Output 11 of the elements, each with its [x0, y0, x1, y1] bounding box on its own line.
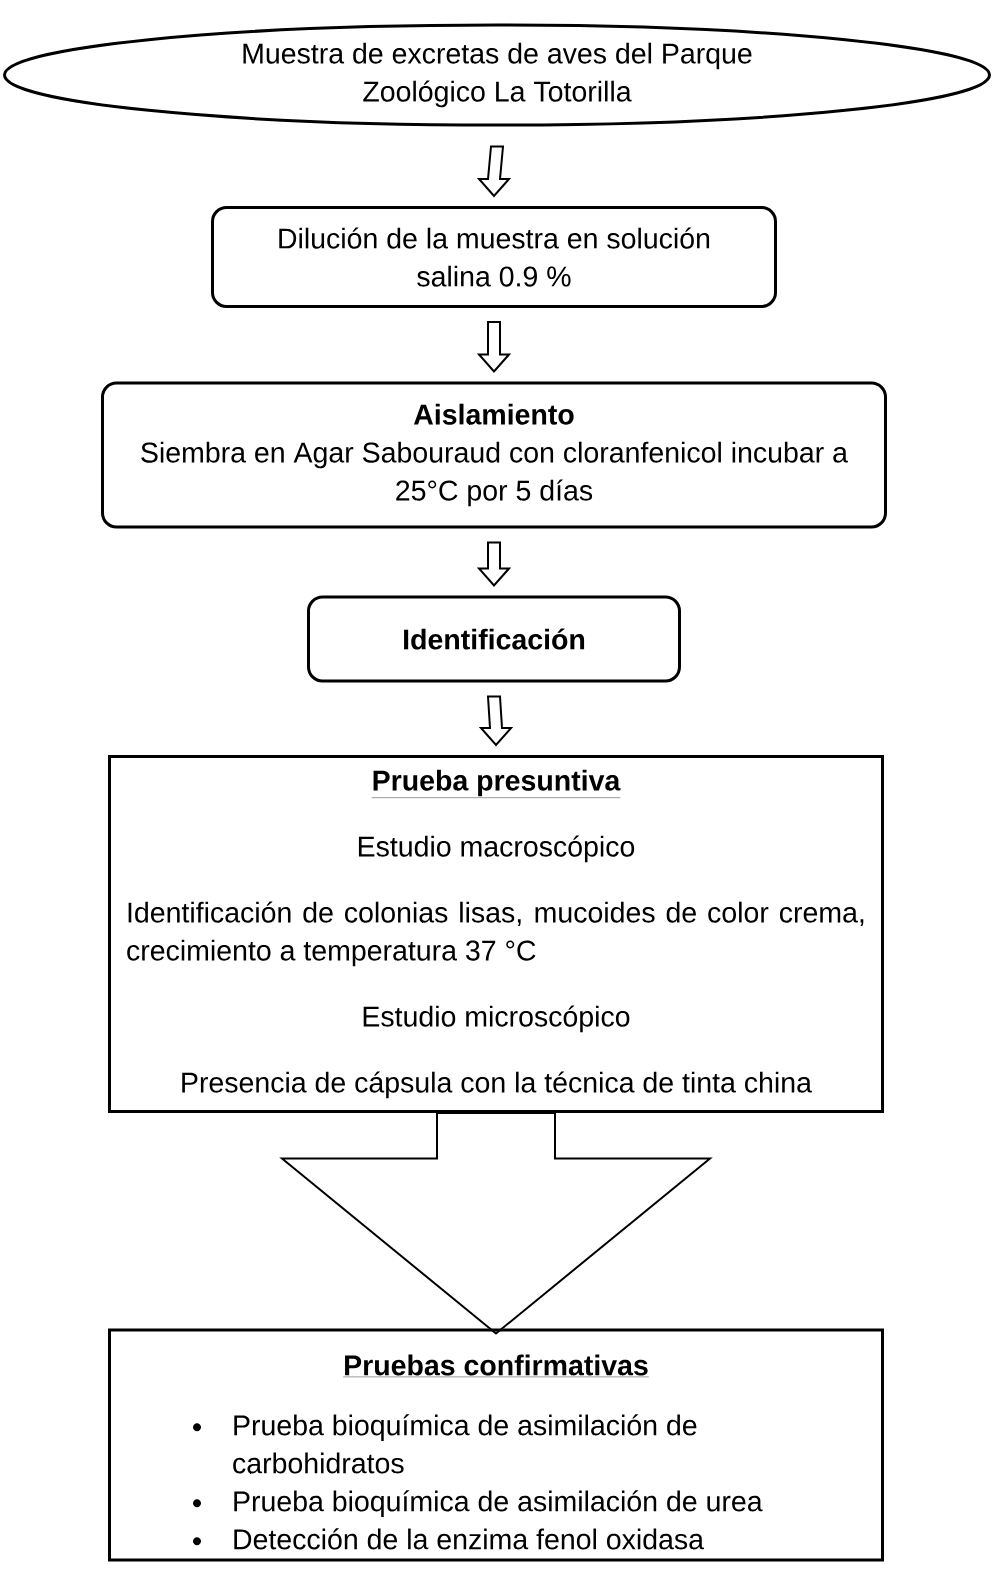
process-box: Aislamiento Siembra en Agar Sabouraud con cloranfenicol incubar a 25°C por 5 días: [101, 381, 887, 529]
process-box: Dilución de la muestra en solución salina 0.9 %: [211, 206, 777, 308]
hollow-arrow: [476, 321, 512, 374]
text-panel: Pruebas confirmativas Prueba bioquímica de asimilación de carbohidratos Prueba bioquímica de asimilación de urea Detección de la enzima fenol oxidasa: [108, 1328, 884, 1562]
text-panel: Prueba presuntiva Estudio macroscópico Identificación de colonias lisas, mucoides de color crema, crecimiento a temperatura 37 °C Estudio microscópico Presencia de cápsula con la técnica de tinta china: [108, 755, 884, 1113]
hollow-arrow: [279, 1112, 713, 1335]
hollow-arrow: [476, 145, 512, 198]
hollow-arrow: [478, 695, 514, 747]
process-box: Identificación: [307, 595, 681, 683]
hollow-arrow: [476, 541, 512, 588]
ellipse-node: Muestra de excretas de aves del Parque Zoológico La Totorilla: [3, 23, 991, 127]
